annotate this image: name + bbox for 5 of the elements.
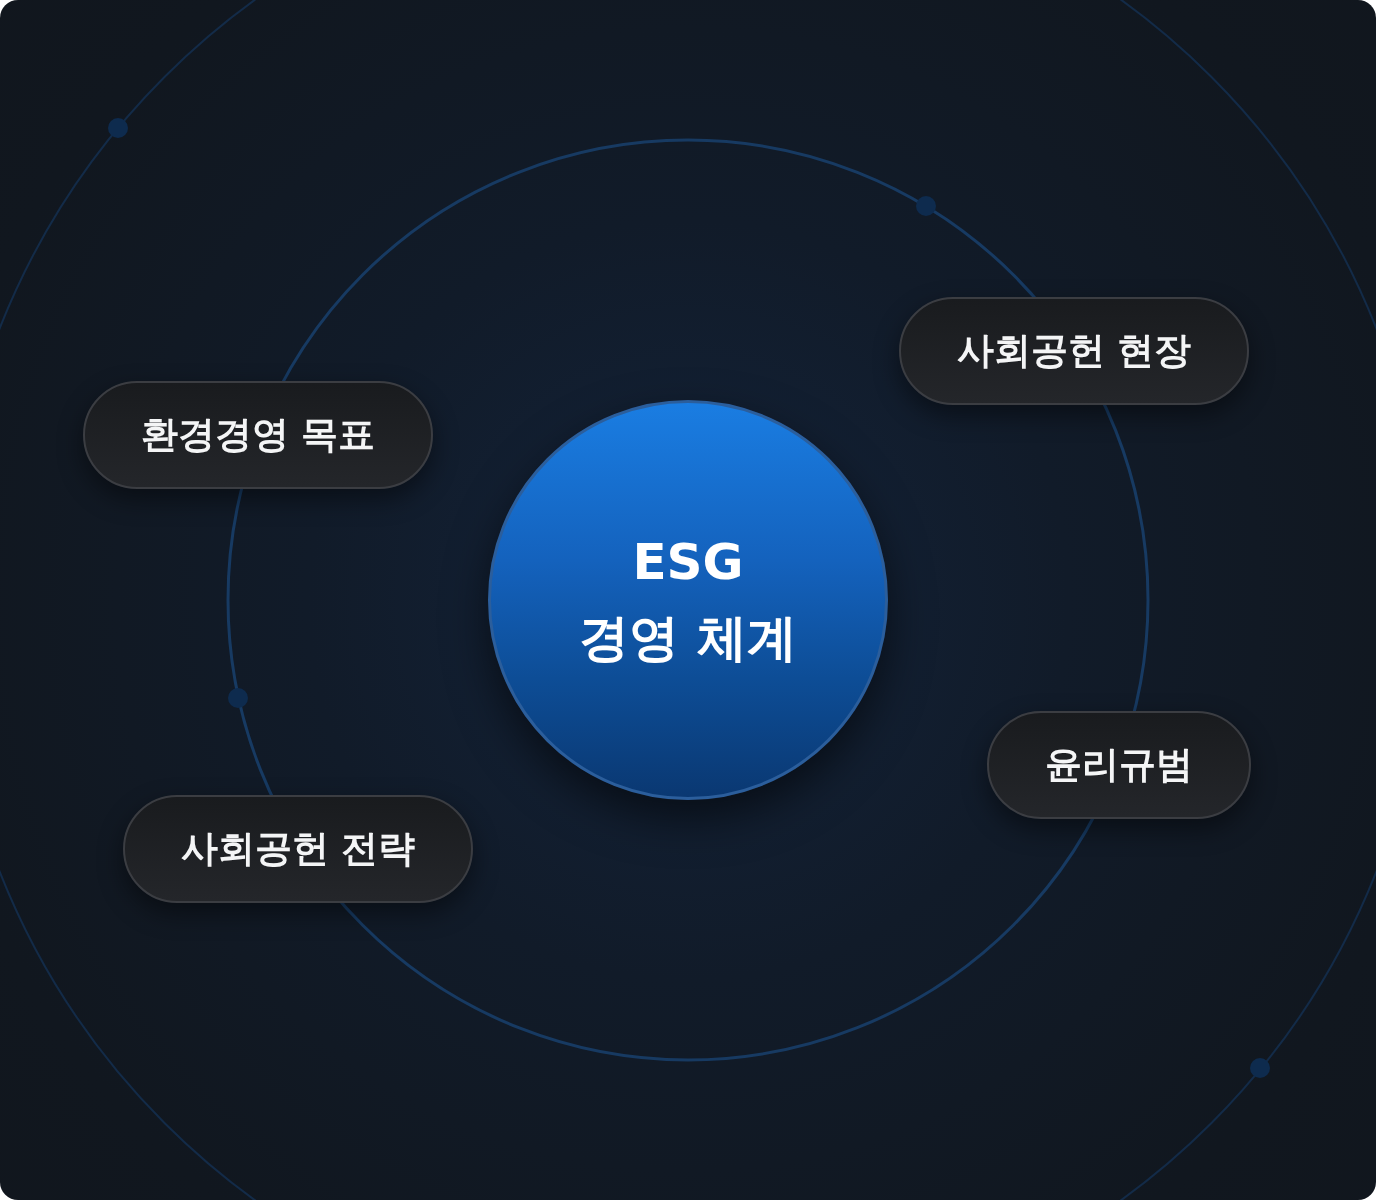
topic-label: 사회공헌 전략 (180, 826, 416, 872)
hub-title: ESG 경영 체계 (579, 532, 797, 669)
topic-label: 환경경영 목표 (140, 412, 376, 458)
topic-label: 사회공헌 현장 (956, 328, 1192, 374)
topic-label: 윤리규범 (1045, 742, 1193, 788)
